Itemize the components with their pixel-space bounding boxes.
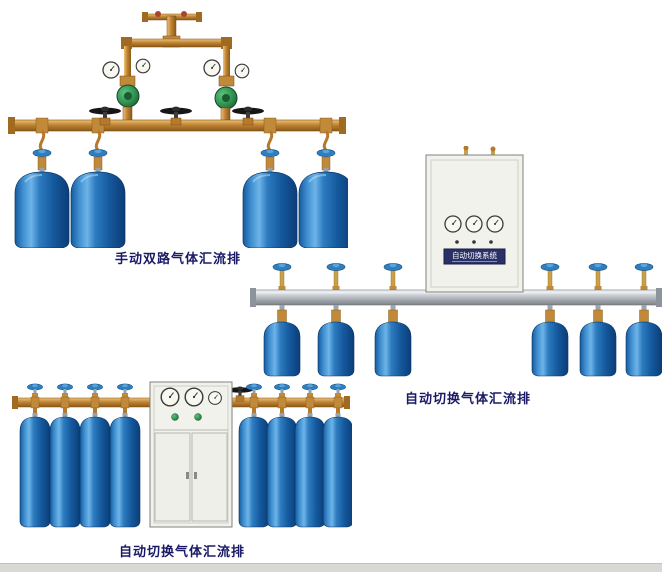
indicator-light bbox=[489, 240, 493, 244]
cylinder-connection bbox=[88, 130, 108, 174]
pressure-gauge bbox=[135, 58, 151, 74]
cylinder-station bbox=[266, 383, 298, 528]
cylinder-valve-handwheel bbox=[540, 262, 560, 272]
cylinder-connection bbox=[260, 130, 280, 174]
cylinder-station bbox=[238, 383, 270, 528]
top-valve-knob bbox=[155, 11, 161, 17]
gas-cylinder bbox=[263, 321, 301, 377]
cylinder-station bbox=[109, 383, 141, 528]
cylinder-connection bbox=[316, 130, 336, 174]
cylinder-valve-handwheel bbox=[326, 262, 346, 272]
gas-cylinder bbox=[322, 416, 352, 528]
indicator-knob bbox=[171, 413, 179, 421]
gas-cylinder bbox=[49, 416, 81, 528]
cylinder-station bbox=[79, 383, 111, 528]
cylinder-station bbox=[531, 305, 569, 377]
pressure-gauge bbox=[102, 61, 120, 79]
cabinet-door-left bbox=[154, 432, 191, 522]
cabinet-door-right bbox=[191, 432, 228, 522]
gas-cylinder bbox=[19, 416, 51, 528]
cabinet-top-valve bbox=[490, 146, 496, 152]
gas-cylinder bbox=[294, 416, 326, 528]
pressure-gauge bbox=[234, 63, 250, 79]
pressure-gauge bbox=[465, 215, 483, 233]
auto-switch-manifold-illustration: 自动切换系统 bbox=[250, 146, 662, 386]
cylinder-valve-handwheel bbox=[272, 262, 292, 272]
indicator-light bbox=[455, 240, 459, 244]
cabinet-nameplate bbox=[443, 248, 506, 265]
gas-cylinder bbox=[238, 416, 270, 528]
indicator-knob bbox=[194, 413, 202, 421]
cylinder-station bbox=[322, 383, 352, 528]
gas-cylinder bbox=[531, 321, 569, 377]
gas-cylinder bbox=[14, 171, 70, 248]
cylinder-station bbox=[579, 305, 617, 377]
cylinder-station bbox=[317, 305, 355, 377]
manifold-main-pipe bbox=[8, 117, 346, 134]
indicator-light bbox=[472, 240, 476, 244]
manifold-rail bbox=[250, 288, 662, 307]
cylinder-station bbox=[294, 383, 326, 528]
auto-switch-manifold-caption: 自动切换气体汇流排 bbox=[405, 391, 532, 406]
cylinder-station bbox=[374, 305, 412, 377]
pressure-regulator-right bbox=[203, 59, 250, 124]
pressure-gauge bbox=[486, 215, 504, 233]
auto-switch-manifold-2-caption: 自动切换气体汇流排 bbox=[118, 544, 245, 559]
cylinder-valve-handwheel bbox=[32, 148, 52, 158]
pressure-gauge bbox=[160, 387, 180, 407]
cabinet-nameplate-text: 自动切换系统 bbox=[452, 250, 497, 260]
top-valve-knob bbox=[181, 11, 187, 17]
gas-cylinder bbox=[374, 321, 412, 377]
gas-cylinder bbox=[317, 321, 355, 377]
gas-cylinder bbox=[625, 321, 662, 377]
cylinder-valve-handwheel bbox=[588, 262, 608, 272]
manual-dual-manifold-caption: 手动双路气体汇流排 bbox=[114, 251, 241, 266]
gas-cylinder bbox=[109, 416, 141, 528]
manual-dual-manifold-illustration bbox=[8, 8, 348, 248]
door-handle bbox=[194, 472, 197, 479]
cylinder-station bbox=[263, 305, 301, 377]
manifold-header-pipes bbox=[121, 11, 232, 78]
cylinder-connection bbox=[32, 130, 52, 174]
cylinder-station bbox=[49, 383, 81, 528]
rail-upper-connections bbox=[272, 262, 654, 293]
pressure-gauge bbox=[208, 391, 222, 405]
gas-cylinder bbox=[79, 416, 111, 528]
pressure-gauge bbox=[444, 215, 462, 233]
pressure-regulator-left bbox=[102, 58, 151, 124]
control-cabinet bbox=[149, 381, 233, 528]
page-bottom-divider bbox=[0, 563, 662, 572]
gas-cylinder bbox=[70, 171, 126, 248]
cabinet-top-valve bbox=[463, 146, 469, 151]
gas-cylinder bbox=[266, 416, 298, 528]
auto-switch-manifold-2-illustration bbox=[12, 380, 352, 532]
cylinder-station bbox=[19, 383, 51, 528]
pressure-gauge bbox=[203, 59, 221, 77]
door-handle bbox=[186, 472, 189, 479]
gas-cylinder bbox=[579, 321, 617, 377]
cylinder-station bbox=[625, 305, 662, 377]
control-cabinet: 自动切换系统 bbox=[425, 146, 524, 293]
cylinder-valve-handwheel bbox=[383, 262, 403, 272]
pressure-gauge bbox=[184, 387, 204, 407]
cylinder-valve-handwheel bbox=[634, 262, 654, 272]
cylinder-valve-handwheel bbox=[88, 148, 108, 158]
